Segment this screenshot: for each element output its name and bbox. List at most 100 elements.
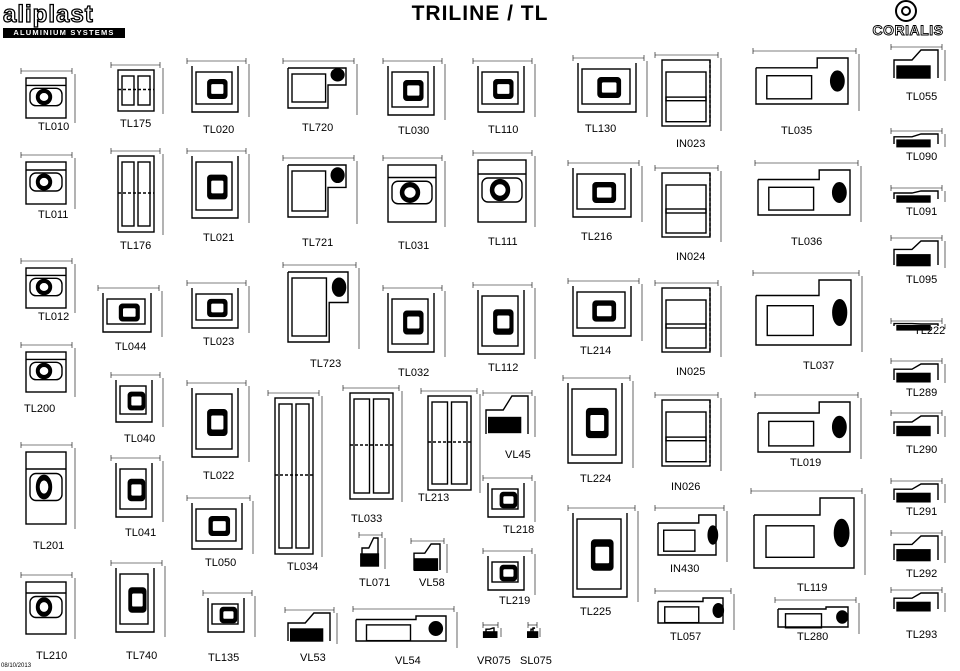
profile-cross-section	[342, 385, 403, 502]
profile-drawing-sl075	[525, 622, 543, 640]
profile-cross-section	[654, 165, 722, 242]
profile-code-label: TL213	[418, 492, 450, 504]
profile-cross-section	[110, 560, 166, 637]
profile-code-label: TL201	[33, 540, 65, 552]
profile-drawing-tl289	[888, 358, 948, 386]
profile-drawing-tl222	[888, 318, 948, 332]
profile-code-label: TL214	[580, 345, 612, 357]
profile-code-label: TL119	[797, 582, 828, 594]
profile-section-drawing	[893, 415, 939, 437]
profile-cross-section	[890, 410, 946, 437]
profile-drawing-tl225	[565, 505, 641, 605]
profile-cross-section	[890, 318, 946, 331]
profile-section-drawing	[893, 483, 939, 503]
profile-section-drawing	[657, 597, 725, 624]
profile-code-label: TL291	[906, 506, 938, 518]
profile-code-label: IN024	[676, 251, 706, 263]
profile-drawing-tl213	[418, 388, 483, 496]
profile-drawing-tl010	[18, 68, 78, 126]
profile-drawing-tl055	[888, 44, 948, 84]
profile-drawing-tl030	[380, 58, 448, 123]
profile-section-drawing	[413, 543, 441, 571]
profile-section-drawing	[661, 287, 711, 353]
profile-cross-section	[890, 235, 946, 268]
profile-code-label: IN023	[676, 138, 706, 150]
profile-section-drawing	[577, 63, 637, 113]
profile-cross-section	[352, 606, 458, 648]
profile-code-label: TL057	[670, 631, 702, 643]
profile-section-drawing	[25, 267, 67, 309]
profile-drawing-tl291	[888, 478, 948, 506]
profile-drawing-tl022	[184, 380, 252, 465]
profile-code-label: TL030	[398, 125, 430, 137]
profile-section-drawing	[477, 66, 525, 113]
profile-section-drawing	[117, 155, 155, 233]
profile-cross-section	[482, 475, 536, 522]
profile-drawing-tl135	[200, 590, 258, 640]
profile-code-label: TL044	[115, 341, 147, 353]
profile-code-label: TL222	[914, 325, 946, 337]
profile-cross-section	[754, 160, 862, 222]
profile-drawing-vl54	[350, 606, 460, 651]
profile-cross-section	[282, 58, 358, 115]
page-title: TRILINE / TL	[411, 2, 549, 25]
profile-cross-section	[654, 588, 735, 630]
profile-section-drawing	[657, 514, 719, 556]
profile-section-drawing	[387, 164, 437, 223]
profile-section-drawing	[115, 380, 153, 423]
profile-code-label: TL019	[790, 457, 822, 469]
profile-drawing-in024	[652, 165, 724, 245]
profile-code-label: VL53	[300, 652, 326, 664]
profile-cross-section	[890, 358, 946, 383]
profile-code-label: TL110	[488, 124, 519, 136]
profile-drawing-tl214	[565, 278, 645, 344]
profile-section-drawing	[102, 293, 152, 333]
logo-wordmark: aliplast	[2, 1, 94, 28]
profile-cross-section	[482, 548, 536, 595]
profile-drawing-tl720	[280, 58, 360, 118]
print-date: 08/10/2013	[1, 663, 32, 669]
profile-cross-section	[186, 58, 250, 117]
profile-section-drawing	[755, 57, 849, 105]
profile-drawing-tl130	[570, 55, 650, 120]
profile-drawing-tl050	[184, 495, 256, 557]
profile-section-drawing	[477, 290, 525, 355]
profile-cross-section	[186, 148, 250, 223]
profile-section-drawing	[572, 168, 632, 218]
profile-code-label: TL022	[203, 470, 235, 482]
profile-section-drawing	[287, 271, 349, 343]
profile-cross-section	[890, 185, 946, 203]
profile-code-label: VL45	[505, 449, 531, 461]
profile-section-drawing	[526, 627, 539, 638]
profile-section-drawing	[25, 351, 67, 393]
profile-code-label: TL210	[36, 650, 68, 662]
profile-code-label: TL011	[38, 209, 69, 221]
profile-drawing-tl175	[108, 62, 166, 117]
profile-section-drawing	[753, 497, 855, 569]
profile-cross-section	[20, 442, 76, 529]
profile-code-label: TL020	[203, 124, 235, 136]
profile-cross-section	[567, 505, 639, 602]
profile-drawing-in026	[652, 392, 724, 474]
profile-drawing-tl031	[380, 155, 448, 230]
profile-code-label: TL035	[781, 125, 813, 137]
profile-section-drawing	[661, 399, 711, 467]
profile-section-drawing	[360, 537, 380, 567]
profile-drawing-tl033	[340, 385, 405, 505]
profile-drawing-tl723	[280, 262, 362, 352]
profile-section-drawing	[191, 66, 239, 113]
profile-drawing-in025	[652, 280, 724, 360]
profile-section-drawing	[287, 67, 347, 109]
profile-cross-section	[110, 455, 164, 522]
profile-drawing-tl112	[470, 282, 538, 362]
profile-section-drawing	[115, 568, 155, 633]
profile-cross-section	[20, 68, 76, 123]
profile-drawing-tl021	[184, 148, 252, 226]
profile-cross-section	[410, 538, 448, 573]
profile-section-drawing	[25, 161, 67, 205]
profile-code-label: TL050	[205, 557, 237, 569]
profile-drawing-tl210	[18, 572, 78, 642]
profile-cross-section	[97, 285, 163, 337]
profile-drawing-tl200	[18, 342, 78, 400]
corialis-wordmark: CORIALIS	[872, 22, 944, 39]
